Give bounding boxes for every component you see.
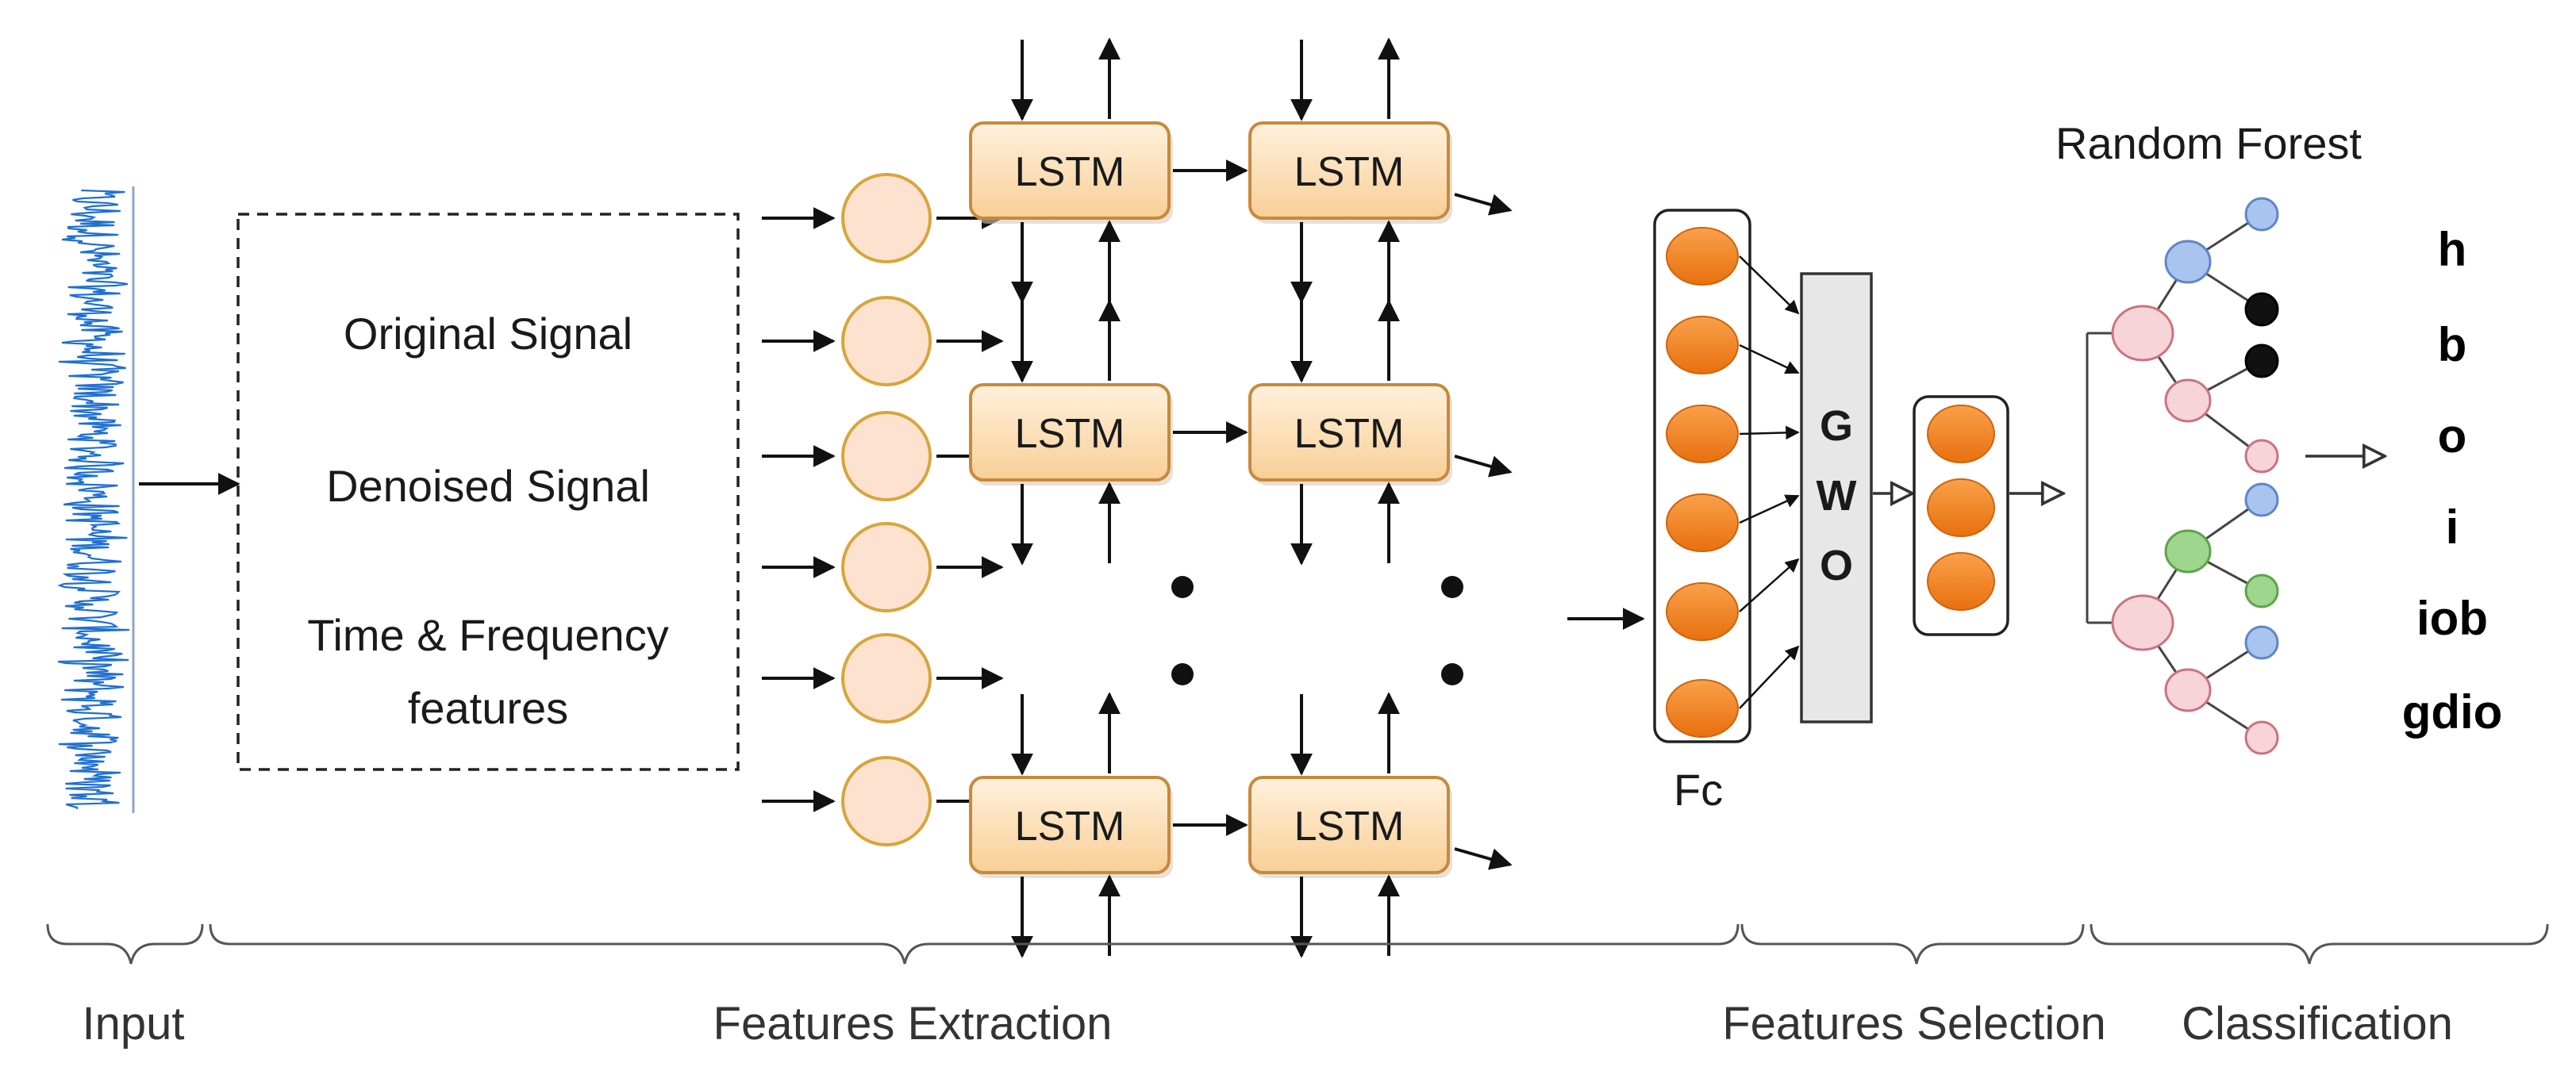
lstm-label: LSTM <box>1294 804 1405 850</box>
fc-layer-frame <box>1653 209 1751 743</box>
fc-to-gwo-arrow <box>1739 255 1800 315</box>
fc-neuron <box>1666 679 1739 738</box>
time-frequency-label: Time & Frequency <box>307 610 668 660</box>
stage-classification-label: Classification <box>2182 998 2453 1050</box>
ellipsis-dot <box>1441 576 1463 598</box>
tree-leaf-node <box>2244 720 2279 755</box>
class-iob: iob <box>2416 592 2488 645</box>
fc-to-gwo-arrow <box>1739 425 1800 440</box>
fc-to-gwo-arrow <box>1739 558 1800 612</box>
signal-trace <box>57 189 130 810</box>
lstm-layers: LSTM LSTM LSTM LSTM LSTM LSTM <box>969 37 1645 958</box>
lstm-label: LSTM <box>1015 149 1125 195</box>
ellipsis-dot <box>1171 576 1194 598</box>
tree-split-node <box>2164 529 2212 574</box>
denoised-signal-label: Denoised Signal <box>326 461 650 511</box>
gwo-letter-g: G <box>1820 402 1853 450</box>
input-brace <box>46 923 204 965</box>
selected-feature-cells <box>1927 405 1995 611</box>
fc-neuron <box>1666 405 1739 463</box>
tree-root-node <box>2111 305 2174 362</box>
tree-split-node <box>2164 240 2212 284</box>
lstm-cell <box>969 383 1171 482</box>
lstm-cell <box>969 776 1171 874</box>
input-node <box>841 296 932 386</box>
classification-brace <box>2090 923 2549 965</box>
class-labels: h b o i iob gdio <box>2402 223 2503 739</box>
tree-leaf-node <box>2244 482 2279 517</box>
selected-feature-neuron <box>1927 478 1995 537</box>
feature-types-box <box>236 213 740 771</box>
fc-to-gwo-arrow <box>1739 343 1800 374</box>
fc-to-gwo-arrow <box>1739 645 1800 709</box>
random-forest-tree <box>2086 197 2279 755</box>
selected-feature-neuron <box>1927 405 1995 463</box>
fc-label: Fc <box>1674 765 1723 815</box>
tree-leaf-node <box>2244 343 2279 378</box>
tree-split-node <box>2164 668 2212 712</box>
features-extraction-brace <box>209 923 1740 965</box>
class-h: h <box>2438 223 2467 276</box>
ellipsis-dot <box>1171 663 1194 685</box>
gwo-letter-o: O <box>1820 542 1853 589</box>
fc-to-gwo-arrow <box>1739 494 1800 524</box>
features-label: features <box>408 683 568 733</box>
input-signal-waveform <box>57 189 130 810</box>
lstm-output-arrow <box>1454 455 1513 478</box>
stage-features-extraction-label: Features Extraction <box>713 998 1113 1050</box>
tree-leaf-node <box>2244 625 2279 660</box>
gwo-block <box>1800 272 1873 723</box>
lstm-cell <box>1248 383 1450 482</box>
input-nodes <box>762 173 1004 846</box>
input-node <box>841 173 932 263</box>
tree-leaf-node <box>2244 292 2279 327</box>
tree-leaf-node <box>2244 574 2279 608</box>
fc-neuron <box>1666 227 1739 286</box>
lstm-cell <box>1248 121 1450 220</box>
original-signal-label: Original Signal <box>344 309 632 359</box>
random-forest-label: Random Forest <box>2055 118 2362 168</box>
selected-feature-neuron <box>1927 552 1995 611</box>
lstm-label: LSTM <box>1015 804 1125 850</box>
stage-features-selection-label: Features Selection <box>1722 998 2106 1050</box>
tree-leaf-node <box>2244 197 2279 232</box>
lstm-output-arrow <box>1454 847 1513 870</box>
lstm-cell <box>1248 776 1450 874</box>
input-node <box>841 633 932 723</box>
input-node <box>841 411 932 501</box>
lstm-label: LSTM <box>1294 149 1405 195</box>
stage-input-label: Input <box>83 998 185 1050</box>
class-i: i <box>2446 501 2459 554</box>
class-o: o <box>2438 409 2467 462</box>
tree-split-node <box>2164 378 2212 423</box>
lstm-label: LSTM <box>1294 411 1405 457</box>
features-selection-brace <box>1740 923 2085 965</box>
fc-neuron <box>1666 582 1739 641</box>
input-node <box>841 756 932 846</box>
fc-neuron <box>1666 316 1739 374</box>
class-b: b <box>2438 318 2467 371</box>
fc-layer-cells <box>1666 227 1800 738</box>
tree-root-node <box>2111 594 2174 651</box>
class-gdio: gdio <box>2402 685 2503 739</box>
fc-neuron <box>1666 493 1739 552</box>
tree-leaf-node <box>2244 439 2279 474</box>
lstm-output-arrow <box>1454 193 1513 216</box>
gwo-letter-w: W <box>1817 472 1857 520</box>
lstm-cell <box>969 121 1171 220</box>
lstm-label: LSTM <box>1015 411 1125 457</box>
input-node <box>841 522 932 612</box>
ellipsis-dot <box>1441 663 1463 685</box>
